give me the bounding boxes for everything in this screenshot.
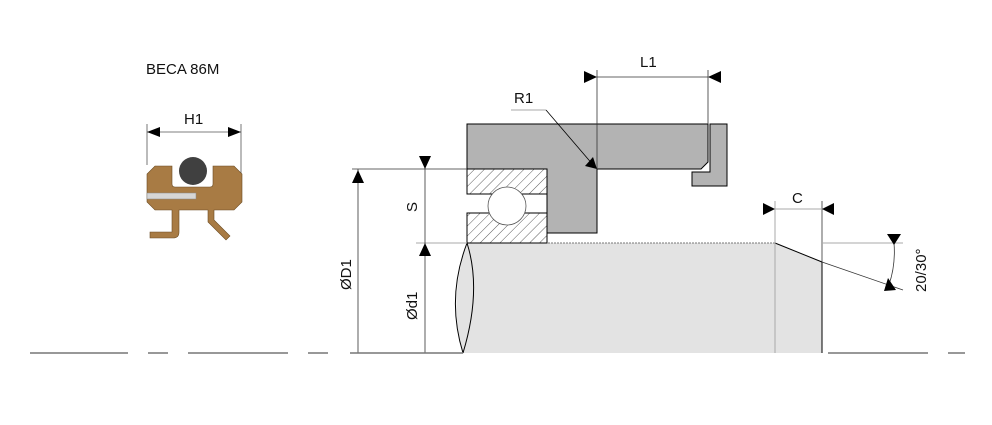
s-label: S	[404, 202, 421, 212]
arrow-icon	[419, 243, 431, 256]
r1-leader: R1	[511, 90, 597, 169]
arrow-icon	[708, 71, 721, 83]
id1-label: Ød1	[404, 292, 421, 320]
bearing-ball	[487, 186, 527, 226]
seal-profile: H1	[146, 111, 243, 241]
arrow-icon	[763, 203, 775, 215]
diameter-dimensions: ØD1 S Ød1	[338, 156, 467, 353]
arrow-icon	[887, 234, 901, 245]
break-line	[462, 242, 475, 354]
arrow-icon	[228, 127, 241, 137]
chamfer-angle: 20/30°	[821, 234, 930, 292]
arrow-icon	[147, 127, 160, 137]
break-line	[454, 242, 468, 354]
od1-label: ØD1	[338, 259, 355, 290]
arrow-icon	[584, 71, 597, 83]
bearing	[466, 168, 548, 244]
arrow-icon	[884, 278, 896, 291]
c-label: C	[792, 190, 803, 207]
arrow-icon	[585, 157, 597, 169]
seal-body	[146, 165, 243, 241]
h1-label: H1	[184, 111, 203, 128]
c-dimension: C	[763, 190, 834, 262]
r1-label: R1	[514, 90, 533, 107]
product-title: BECA 86M	[146, 61, 219, 78]
l1-label: L1	[640, 54, 657, 71]
l1-dimension: L1	[584, 54, 721, 169]
arrow-icon	[352, 170, 364, 183]
o-ring	[179, 157, 207, 185]
shaft	[454, 242, 823, 354]
arrow-icon	[419, 156, 431, 169]
reinforcement-strip	[146, 192, 197, 200]
arrow-icon	[822, 203, 834, 215]
housing	[466, 123, 728, 234]
angle-label: 20/30°	[913, 248, 930, 292]
